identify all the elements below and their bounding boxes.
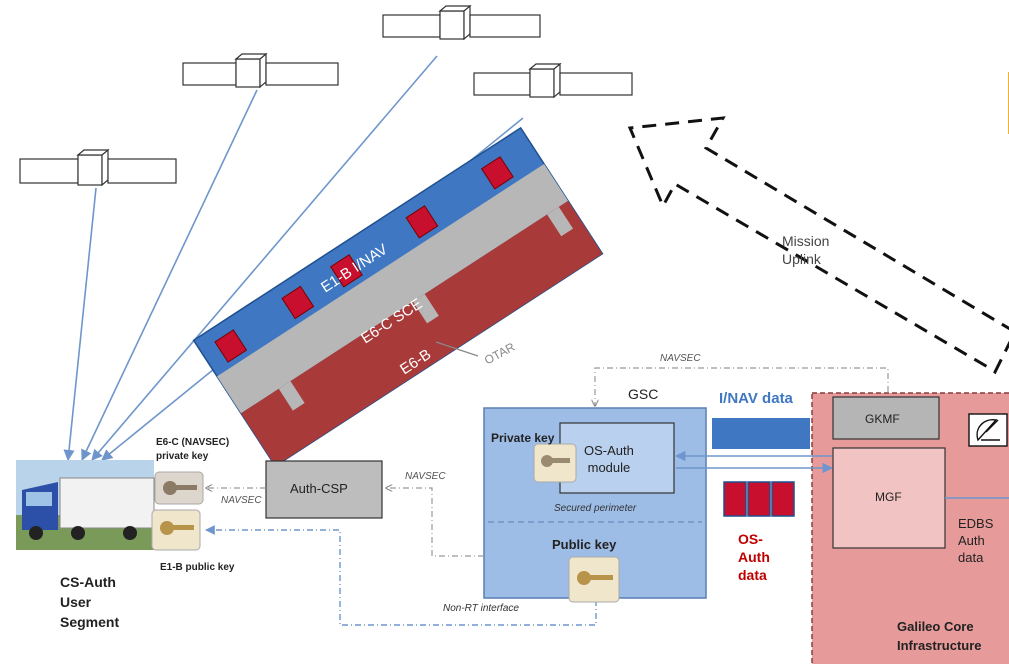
e1b-public-key-label: E1-B public key [160,562,235,573]
os-auth-module-label: OS-Auth module [584,442,634,476]
secured-perimeter-label: Secured perimeter [554,503,637,514]
user-segment-label: CS-Auth User Segment [60,572,119,632]
gsc-label: GSC [628,386,659,402]
os-auth-data-line2: Auth [738,549,770,565]
e6c-private-key-label: E6-C (NAVSEC) private key [156,436,229,464]
key-icon [568,556,620,603]
os-auth-module [559,422,675,494]
auth-csp-label: Auth-CSP [290,481,348,496]
gkmf-label: GKMF [865,412,900,426]
navsec-left-label: NAVSEC [221,495,262,506]
os-auth-module-line2: module [587,460,631,475]
os-auth-data-line3: data [738,567,767,583]
signal-band [192,126,604,468]
satellite-dish-icon [968,413,1008,447]
edbs-line3: data [958,550,984,565]
edbs-line1: EDBS [958,516,994,531]
auth-csp-box [265,460,383,519]
user-segment-line2: User [60,594,92,610]
mgf-label: MGF [875,490,902,504]
os-auth-module-line1: OS-Auth [584,443,634,458]
galileo-line2: Infrastructure [897,638,982,653]
os-auth-data-label: OS- Auth data [738,530,770,584]
galileo-line1: Galileo Core [897,619,974,634]
inav-data-bar [712,418,810,449]
user-segment-line1: CS-Auth [60,574,116,590]
os-auth-data-blocks [723,481,795,517]
non-rt-interface-label: Non-RT interface [443,603,519,614]
galileo-core-label: Galileo Core Infrastructure [897,617,982,655]
key-icon [154,471,204,505]
truck-icon [16,460,155,550]
mission-uplink-line1: Mission [782,233,830,249]
user-segment-line3: Segment [60,614,120,630]
satellite-icon [182,52,339,89]
navsec-top-label: NAVSEC [660,353,701,364]
private-key-label: Private key [491,431,555,445]
inav-data-label: I/NAV data [719,390,793,407]
key-icon [151,509,201,551]
e6c-key-line2: private key [156,451,209,462]
mission-uplink-line2: Uplink [782,251,821,267]
mission-uplink-label: Mission Uplink [782,232,829,268]
navsec-mid-label: NAVSEC [405,471,446,482]
satellite-icon [473,62,633,99]
edbs-auth-data-label: EDBS Auth data [958,515,993,566]
satellite-icon [382,4,541,41]
public-key-label: Public key [552,537,617,552]
satellite-icon [19,148,177,187]
os-auth-data-line1: OS- [738,531,763,547]
e6c-key-line1: E6-C (NAVSEC) [156,437,230,448]
key-icon [533,443,577,483]
mission-uplink-arrow [627,116,1009,375]
edbs-line2: Auth [958,533,985,548]
